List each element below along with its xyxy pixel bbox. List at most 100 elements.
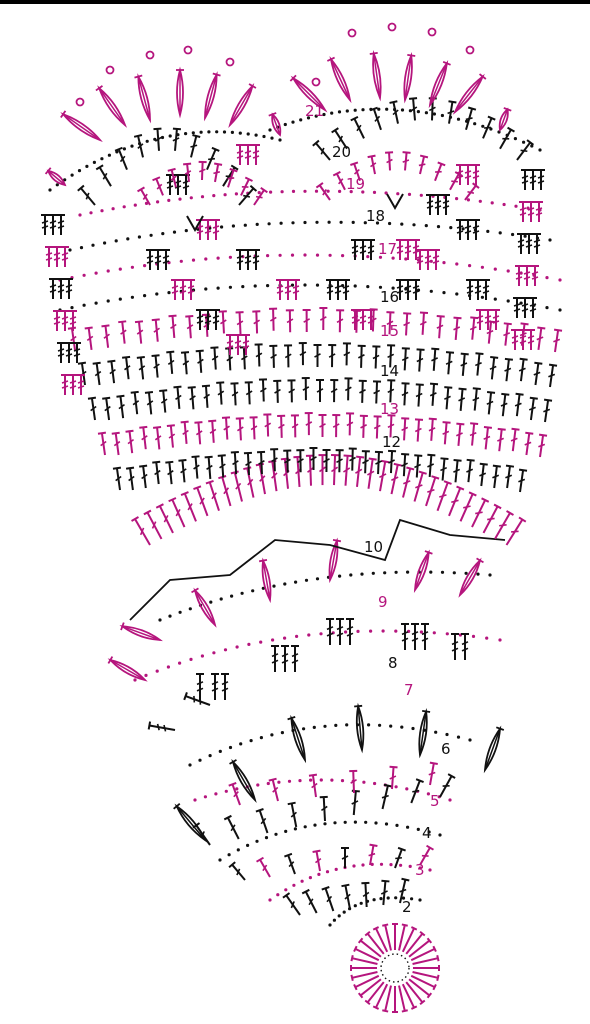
treble-crochet bbox=[442, 194, 450, 215]
treble-crochet bbox=[521, 169, 529, 190]
treble-crochet bbox=[416, 249, 424, 270]
double-crochet bbox=[372, 345, 381, 369]
chain-stitch bbox=[94, 271, 98, 275]
double-crochet bbox=[402, 466, 415, 498]
chain-stitch bbox=[85, 164, 89, 168]
double-crochet bbox=[410, 778, 424, 804]
chain-stitch bbox=[304, 578, 309, 582]
chain-stitch bbox=[428, 868, 432, 872]
chain-stitch bbox=[77, 169, 82, 173]
double-crochet bbox=[486, 391, 496, 415]
treble-crochet bbox=[212, 309, 220, 330]
chain-stitch bbox=[247, 642, 251, 647]
chain-stitch bbox=[416, 827, 420, 832]
chain-stitch bbox=[259, 640, 263, 644]
chain-stitch bbox=[427, 830, 431, 834]
chain-stitch bbox=[270, 136, 274, 140]
chain-stitch bbox=[338, 574, 342, 578]
treble-crochet bbox=[41, 214, 49, 235]
chain-stitch bbox=[452, 571, 456, 575]
double-crochet bbox=[318, 454, 327, 486]
chain-stitch bbox=[238, 131, 242, 135]
chain-stitch bbox=[299, 118, 303, 122]
chain-stitch bbox=[314, 189, 319, 193]
chain-stitch bbox=[63, 178, 67, 182]
double-crochet bbox=[409, 97, 418, 121]
double-crochet bbox=[419, 844, 434, 866]
double-crochet bbox=[331, 127, 348, 150]
chain-stitch bbox=[235, 645, 239, 649]
double-crochet bbox=[252, 310, 261, 334]
double-crochet bbox=[402, 151, 411, 171]
double-crochet bbox=[187, 386, 196, 410]
double-crochet bbox=[131, 516, 151, 546]
double-crochet bbox=[114, 146, 128, 171]
treble-crochet bbox=[196, 673, 204, 700]
chain-stitch bbox=[426, 792, 430, 796]
chain-stitch bbox=[235, 787, 239, 791]
chain-stitch bbox=[191, 131, 195, 135]
double-crochet bbox=[543, 398, 553, 423]
double-crochet bbox=[341, 847, 349, 868]
double-crochet bbox=[414, 454, 423, 478]
chain-stitch bbox=[395, 823, 399, 828]
double-crochet bbox=[447, 100, 457, 124]
ring-stitch-top bbox=[436, 974, 440, 981]
chain-stitch bbox=[224, 789, 228, 793]
ring-stitch bbox=[354, 974, 380, 988]
chain-stitch bbox=[144, 673, 148, 678]
double-crochet bbox=[67, 326, 77, 351]
double-crochet bbox=[492, 464, 501, 489]
treble-crochet bbox=[252, 249, 260, 270]
row-label-21: 21 bbox=[305, 102, 324, 120]
treble-crochet bbox=[351, 309, 359, 330]
chain-stitch bbox=[212, 194, 216, 198]
chain-stitch bbox=[371, 571, 375, 575]
row-label-15: 15 bbox=[380, 322, 399, 340]
chain-stitch bbox=[168, 614, 172, 618]
treble-crochet bbox=[284, 279, 292, 300]
double-crochet bbox=[240, 176, 253, 196]
double-crochet bbox=[218, 310, 227, 334]
double-crochet bbox=[133, 134, 144, 158]
chain-stitch bbox=[295, 634, 299, 639]
treble-crochet bbox=[276, 279, 284, 300]
chain-stitch bbox=[488, 573, 492, 577]
chain-stitch bbox=[442, 291, 446, 295]
chain-stitch bbox=[406, 570, 410, 574]
chain-stitch bbox=[246, 843, 250, 848]
double-crochet bbox=[401, 452, 410, 477]
ring-stitch-top bbox=[364, 999, 371, 1006]
ring-stitch-top bbox=[382, 1009, 389, 1013]
double-crochet bbox=[387, 379, 396, 403]
double-crochet bbox=[474, 352, 484, 376]
chain-stitch bbox=[345, 109, 349, 113]
double-crochet bbox=[434, 161, 446, 182]
double-crochet bbox=[449, 171, 463, 191]
puff-stitch bbox=[354, 702, 365, 754]
double-crochet bbox=[258, 378, 268, 402]
treble-crochet bbox=[464, 164, 472, 185]
chain-stitch bbox=[278, 138, 282, 142]
chain-stitch bbox=[436, 225, 441, 229]
chain-stitch bbox=[161, 232, 165, 236]
chain-stitch bbox=[78, 213, 82, 217]
double-crochet bbox=[499, 126, 515, 150]
treble-crochet bbox=[531, 265, 539, 286]
chain-stitch bbox=[55, 183, 59, 187]
treble-crochet bbox=[529, 169, 537, 190]
double-crochet bbox=[342, 342, 351, 366]
chain-stitch bbox=[485, 636, 489, 640]
treble-crochet bbox=[211, 673, 219, 700]
chain-stitch-dots bbox=[48, 107, 562, 927]
picot bbox=[225, 57, 235, 67]
double-crochet bbox=[238, 185, 258, 206]
double-crochet bbox=[357, 344, 366, 368]
chain-stitch bbox=[200, 195, 205, 199]
double-crochet bbox=[401, 417, 410, 441]
ring-stitch-top bbox=[432, 983, 437, 991]
chain-stitch bbox=[405, 787, 409, 791]
double-crochet bbox=[151, 318, 160, 342]
treble-crochet bbox=[61, 310, 69, 331]
double-crochet bbox=[228, 782, 241, 806]
